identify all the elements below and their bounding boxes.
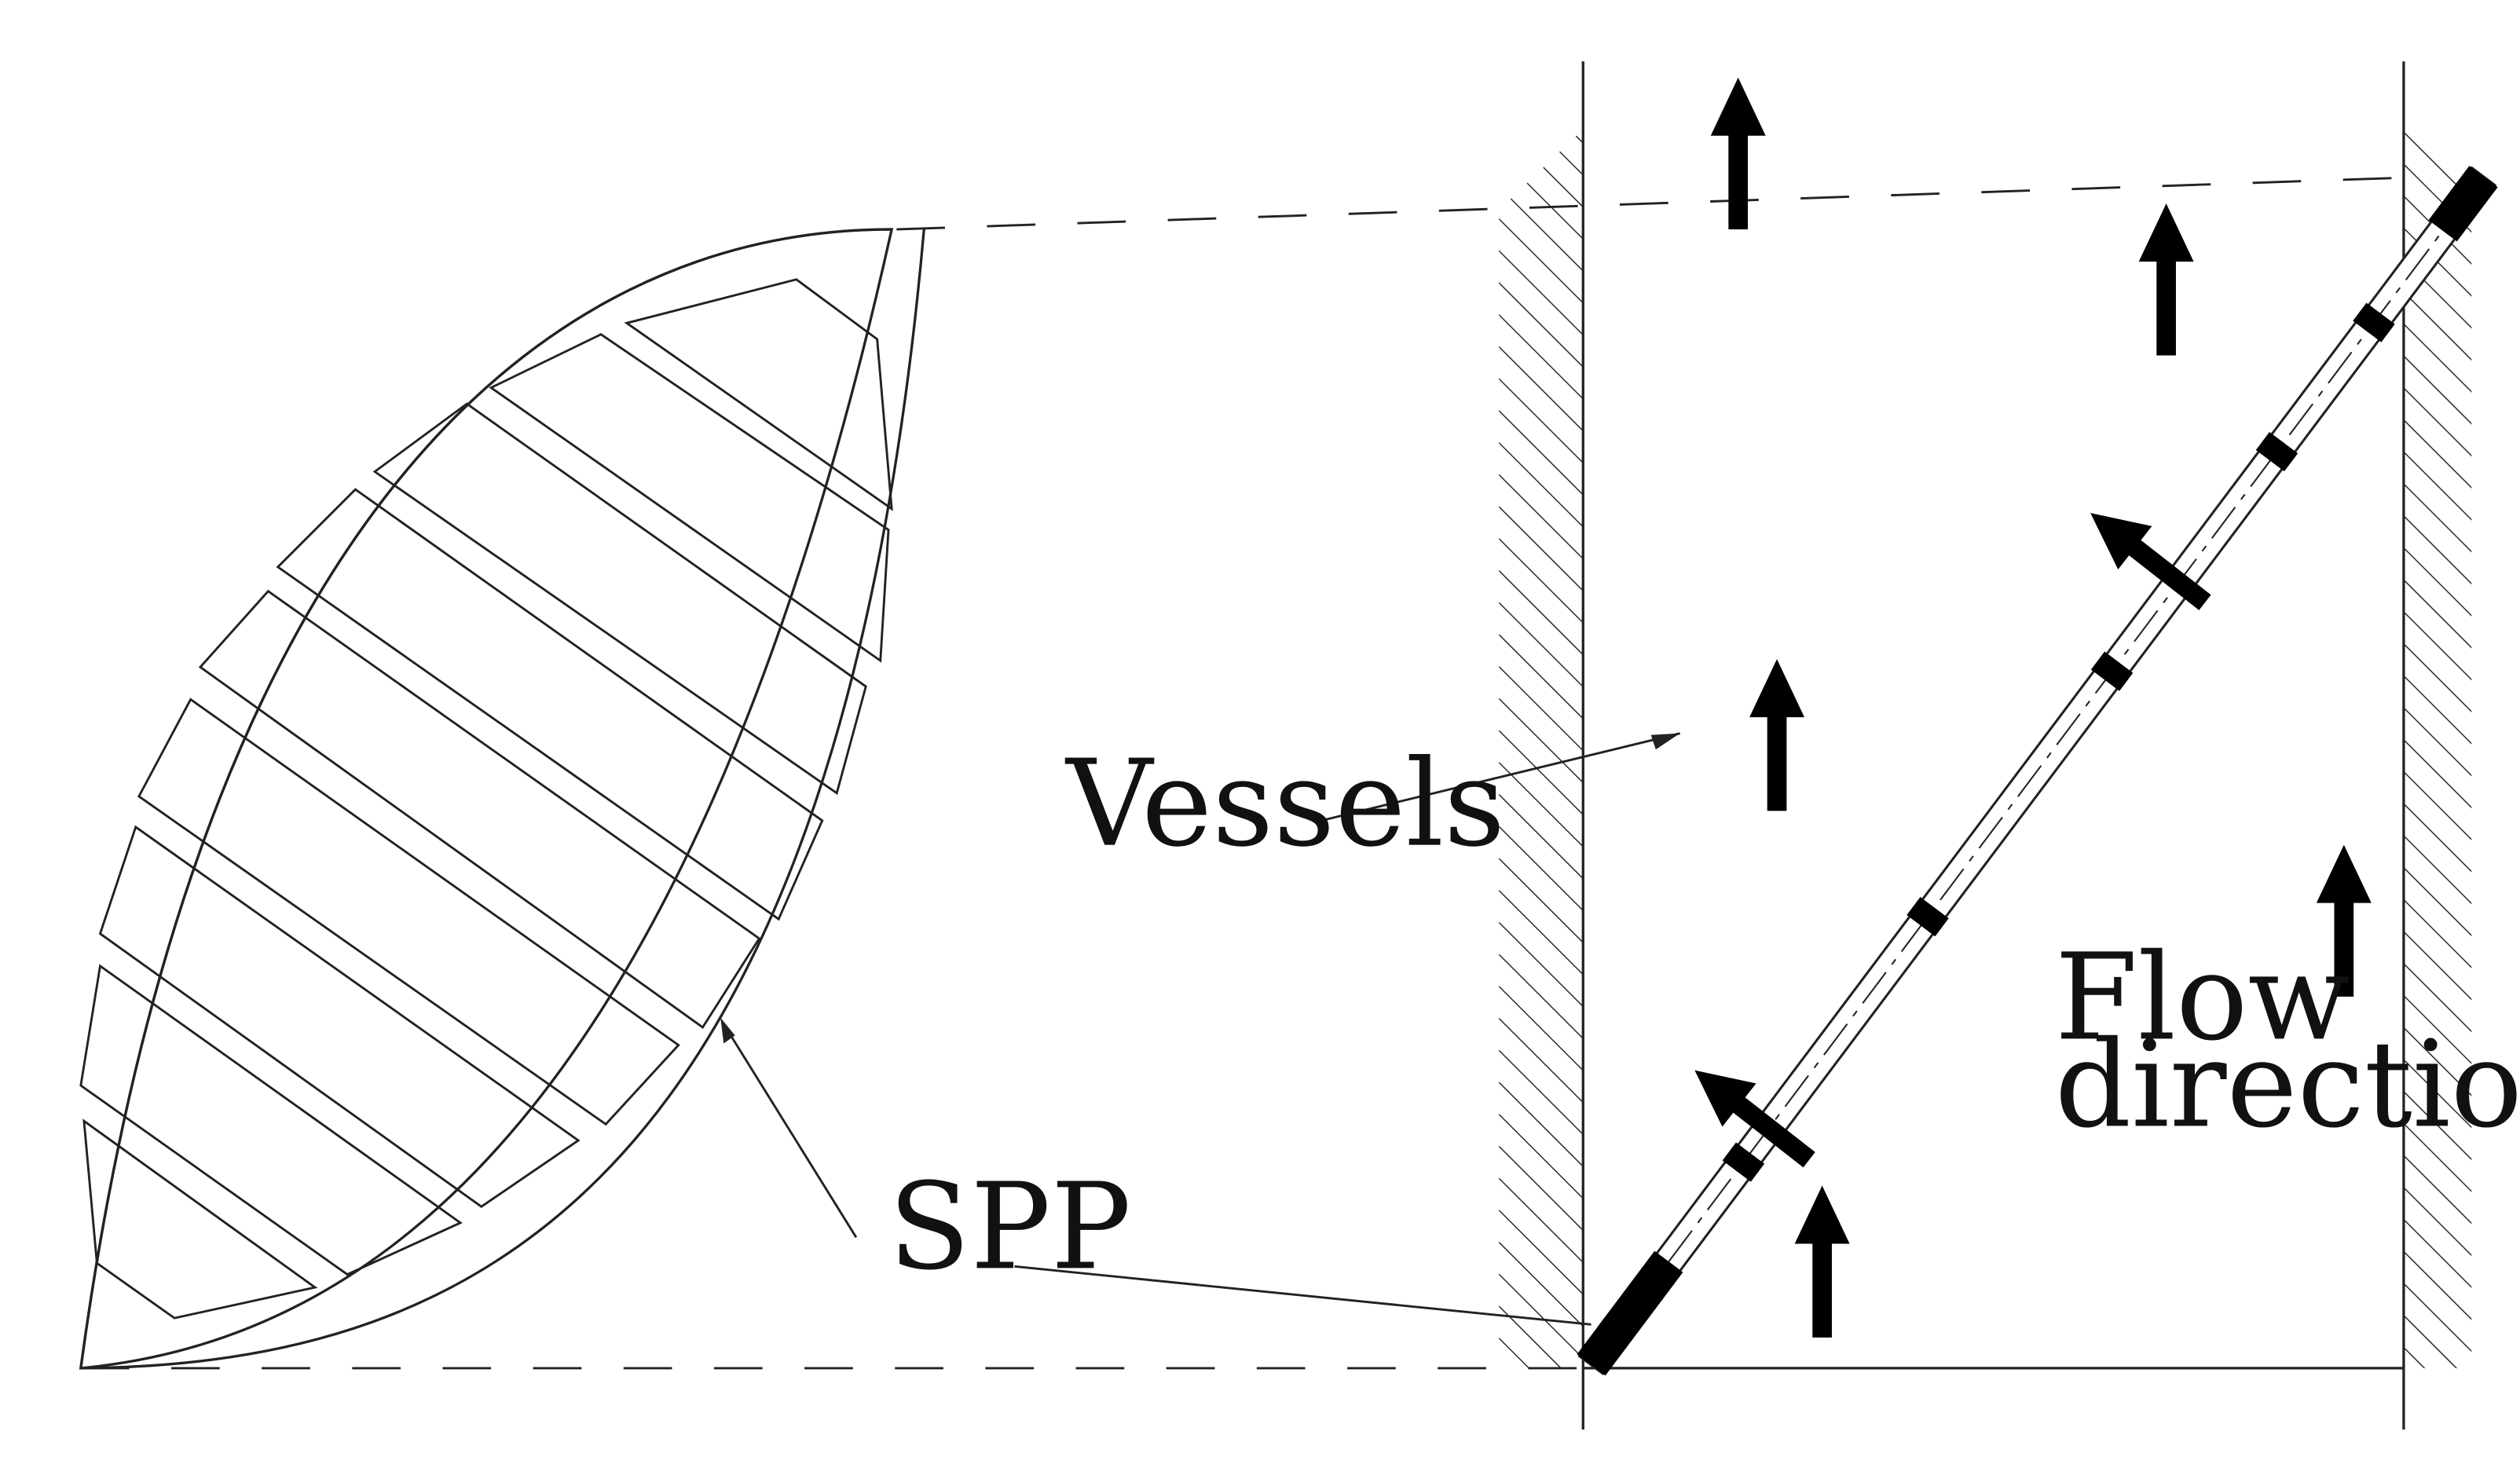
spp-leader-lower xyxy=(1014,1265,1591,1326)
plate-band-2 xyxy=(1906,897,1949,937)
slot-7 xyxy=(98,825,581,1208)
spp-leader-arrowhead xyxy=(720,1017,735,1044)
flow-arrow-icon xyxy=(1794,1185,1850,1338)
plate-outer-arc xyxy=(80,229,925,1370)
vessels-leader-arrowhead xyxy=(1650,733,1680,750)
spp-plate-section xyxy=(79,228,925,1370)
plate-slots xyxy=(79,278,893,1320)
normal-arrows xyxy=(1694,513,2211,1168)
flow-arrows xyxy=(1710,77,2372,1338)
flow-arrow-icon xyxy=(1710,77,1766,230)
slot-4 xyxy=(276,488,824,921)
plate-band-3 xyxy=(2090,651,2134,691)
spp-plate-in-channel xyxy=(1577,166,2498,1376)
plate-end-top xyxy=(2428,166,2498,242)
slot-8 xyxy=(79,964,463,1276)
right-wall-hatch xyxy=(2403,129,2472,1368)
plate-inner-outline xyxy=(79,228,892,1369)
slot-1 xyxy=(624,278,893,511)
vessels-leader xyxy=(1320,732,1681,822)
plate-centerline xyxy=(1590,176,2485,1366)
flow-arrow-icon xyxy=(2316,844,2372,997)
plate-band-1 xyxy=(1722,1142,1765,1182)
plate-band-4 xyxy=(2255,431,2298,472)
flow-label-line2: direction xyxy=(2055,1015,2520,1154)
flow-arrow-icon xyxy=(2138,203,2194,356)
slot-3 xyxy=(372,402,867,796)
slot-9 xyxy=(82,1118,318,1320)
plate-band-5 xyxy=(2353,302,2395,342)
flow-label-line1: Flow xyxy=(2055,928,2350,1067)
plate-outline xyxy=(79,228,894,1370)
left-wall-hatch xyxy=(1499,129,1584,1368)
spp-leader-upper xyxy=(723,1023,858,1239)
vessels-label: Vessels xyxy=(1064,734,1505,873)
projection-top xyxy=(896,176,2404,231)
flow-arrow-icon xyxy=(1749,659,1805,811)
plate-end-bottom xyxy=(1577,1250,1683,1376)
slot-5 xyxy=(198,589,761,1030)
diagonal-arrow-icon xyxy=(1694,1070,1815,1168)
projection-lines xyxy=(80,176,2404,1370)
diagonal-arrow-icon xyxy=(2090,513,2211,610)
slot-2 xyxy=(489,333,890,663)
channel xyxy=(1499,61,2472,1430)
leader-lines xyxy=(720,732,1681,1326)
slot-6 xyxy=(137,697,680,1126)
spp-label: SPP xyxy=(888,1157,1131,1296)
